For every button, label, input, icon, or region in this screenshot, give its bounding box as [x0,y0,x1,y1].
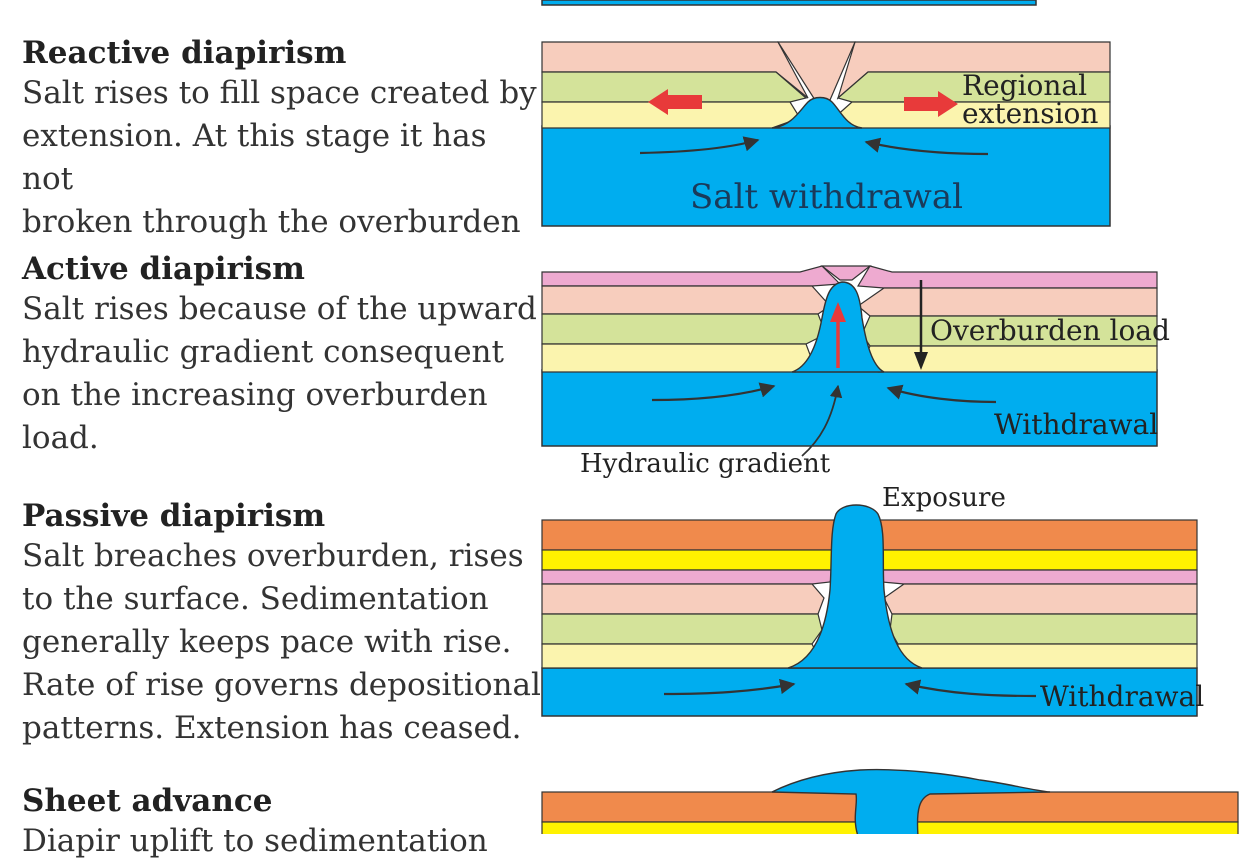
stratum-green [541,71,808,103]
stage-description-line: patterns. Extension has ceased. [22,710,522,746]
salt-layer [541,667,1198,717]
arrow-up-red-head [830,302,846,322]
arrow-overburden-load-head [914,352,928,370]
panel-sheet [541,768,1239,834]
stratum-pink [856,265,1158,289]
stratum-pink-light [541,41,809,99]
flow-arrow-left [651,382,776,402]
crest-wedge [820,265,872,281]
stage-description-line: Salt rises to fill space created by [22,75,537,111]
panel-reactive: Regional extension Salt withdrawal [541,41,1111,227]
stage-title: Active diapirism [22,251,305,287]
stratum-yellow-pale [541,343,813,373]
flow-arrow-right [864,137,989,156]
stratum-pink-light [541,285,831,315]
label-salt-withdrawal: Salt withdrawal [690,177,963,217]
stage-title: Sheet advance [22,783,273,819]
arrow-left-red [648,89,702,115]
label-exposure: Exposure [882,483,1006,513]
stage-passive: Passive diapirism Salt breaches overburd… [22,497,542,750]
stage-description-line: Salt breaches overburden, rises [22,538,524,574]
flow-arrow-left [663,678,796,696]
stage-description-line: to the surface. Sedimentation [22,581,489,617]
stratum-orange [879,519,1198,551]
flow-arrow-left [639,136,760,155]
flow-arrow-right [904,679,1037,698]
stage-description-line: load. [22,420,99,456]
label-regional: Regional [962,69,1087,102]
diapirism-diagrams: Regional extension Salt withdrawal Overb… [541,0,1239,834]
label-extension: extension [962,97,1098,130]
stratum-yellow-pale [863,345,1158,373]
stage-description-line: extension. At this stage it has not [22,118,487,197]
stratum-pink [541,569,835,585]
stratum-pink [879,569,1198,585]
stratum-pink [541,265,842,287]
flow-arrow-right [886,384,997,404]
stratum-green [889,613,1198,645]
stratum-green [541,313,827,345]
stage-description-line: on the increasing overburden [22,377,488,413]
stratum-green [541,613,823,645]
stage-description-line: generally keeps pace with rise. [22,624,512,660]
stratum-pink-light [883,583,1198,615]
stage-description-line: broken through the overburden [22,204,521,240]
arrow-right-red [904,91,958,117]
stratum-yellow [541,549,835,571]
label-hydraulic-gradient: Hydraulic gradient [580,449,831,479]
salt-column [787,504,923,669]
hydraulic-gradient-pointer [801,384,843,457]
stage-title: Reactive diapirism [22,35,347,71]
panel-passive: Exposure Withdrawal [541,483,1204,717]
stratum-pink-light [541,583,825,615]
stage-active: Active diapirism Salt rises because of t… [22,250,542,460]
stage-reactive: Reactive diapirism Salt rises to fill sp… [22,34,542,244]
label-withdrawal: Withdrawal [994,408,1158,441]
stratum-yellow-pale [541,643,819,669]
stratum-yellow [879,549,1198,571]
salt-layer [541,369,1158,447]
stage-description-line: Rate of rise governs depositional [22,667,541,703]
salt-layer-top-sliver [541,0,1037,6]
salt-pillow [771,96,863,129]
salt-sheet [771,768,1051,834]
stage-title: Passive diapirism [22,498,326,534]
stratum-pink-light [857,287,1158,317]
stage-description-line: Salt rises because of the upward [22,291,537,327]
stage-description-line: hydraulic gradient consequent [22,334,504,370]
label-withdrawal: Withdrawal [1040,680,1204,713]
panel-active: Overburden load Withdrawal Hydraulic gra… [541,265,1170,479]
label-overburden-load: Overburden load [930,314,1170,347]
stratum-yellow-pale [895,643,1198,669]
stratum-orange [541,519,835,551]
salt-layer [541,125,1111,227]
